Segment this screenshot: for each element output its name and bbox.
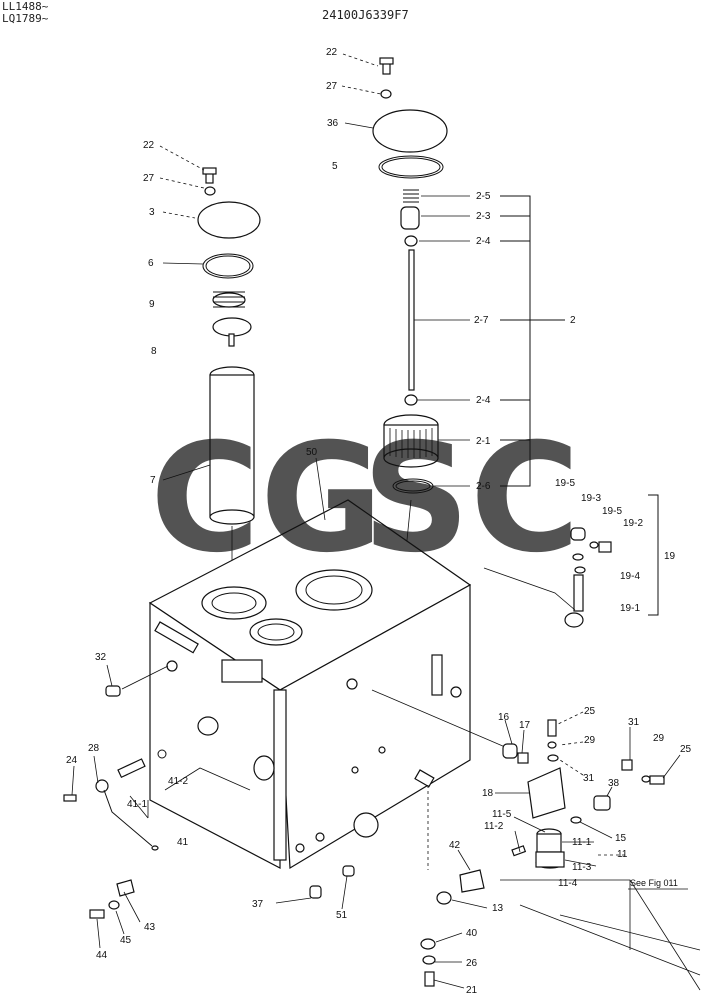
callout-c51: 51 [336, 910, 348, 921]
callout-c27a: 27 [326, 81, 338, 92]
breather-assembly [483, 494, 659, 628]
callout-c19-3: 19-3 [581, 493, 601, 504]
watermark-letter-c1: C [150, 412, 260, 586]
callout-c19: 19 [664, 551, 676, 562]
callout-c18: 18 [482, 788, 494, 799]
callout-c24: 24 [66, 755, 78, 766]
callout-c11: 11 [617, 849, 628, 860]
callout-c16: 16 [498, 712, 510, 723]
callout-c50: 50 [306, 447, 318, 458]
callout-c21: 21 [466, 985, 478, 996]
callout-c41-1: 41-1 [127, 799, 147, 810]
callout-c45: 45 [120, 935, 132, 946]
callout-c26: 26 [466, 958, 478, 969]
callout-c19-1: 19-1 [620, 603, 640, 614]
watermark: C G S C [150, 412, 580, 586]
callout-c3: 3 [149, 207, 155, 218]
return-fittings [502, 719, 665, 819]
drawing-number: 24100J6339F7 [322, 8, 409, 22]
serial-range-1: LL1488~ [2, 0, 49, 13]
callout-c19-5a: 19-5 [555, 478, 575, 489]
callout-c19-2: 19-2 [623, 518, 643, 529]
callout-c13: 13 [492, 903, 504, 914]
hydraulic-tank [148, 499, 513, 870]
callout-c28: 28 [88, 743, 100, 754]
callout-c2-1: 2-1 [476, 436, 491, 447]
watermark-letter-s: S [362, 412, 470, 586]
callout-c27b: 27 [143, 173, 155, 184]
callout-c22b: 22 [143, 140, 155, 151]
callout-c11-5: 11-5 [492, 809, 512, 820]
callout-c7: 7 [150, 475, 156, 486]
callout-c11-4: 11-4 [558, 878, 578, 889]
callout-c38: 38 [608, 778, 620, 789]
base-bolts [89, 685, 355, 919]
serial-range-2: LQ1789~ [2, 12, 49, 25]
callout-c8: 8 [151, 346, 157, 357]
right-filter-assembly [372, 57, 448, 561]
callout-c17: 17 [519, 720, 531, 731]
callout-c11-1: 11-1 [572, 837, 592, 848]
callout-c44: 44 [96, 950, 108, 961]
callout-c41-2: 41-2 [168, 776, 188, 787]
callout-c31a: 31 [628, 717, 640, 728]
callout-c22a: 22 [326, 47, 338, 58]
callout-c2-7: 2-7 [474, 315, 489, 326]
callout-c9: 9 [149, 299, 155, 310]
callout-c19-5b: 19-5 [602, 506, 622, 517]
callout-c2-4b: 2-4 [476, 395, 491, 406]
callout-c19-4: 19-4 [620, 571, 640, 582]
callout-c29b: 29 [653, 733, 665, 744]
callout-c2-5: 2-5 [476, 191, 491, 202]
bottom-bracket [420, 869, 701, 991]
callout-c31b: 31 [583, 773, 595, 784]
watermark-letter-g: G [260, 412, 383, 586]
callout-c42: 42 [449, 840, 461, 851]
callout-c36: 36 [327, 118, 339, 129]
callout-c29a: 29 [584, 735, 596, 746]
callout-c25b: 25 [680, 744, 692, 755]
callout-c6: 6 [148, 258, 154, 269]
line-filter-assembly [511, 816, 582, 869]
leader-lines [71, 53, 681, 989]
callout-c37: 37 [252, 899, 264, 910]
drain-cock-assembly [63, 749, 251, 851]
callout-c32: 32 [95, 652, 107, 663]
callout-c11-3: 11-3 [572, 862, 592, 873]
callout-c2-3: 2-3 [476, 211, 491, 222]
watermark-letter-c2: C [470, 412, 580, 586]
callout-c41: 41 [177, 837, 189, 848]
callout-c25a: 25 [584, 706, 596, 717]
callout-c2-4a: 2-4 [476, 236, 491, 247]
see-fig-note: See Fig 011 [630, 878, 678, 888]
callout-c2-6: 2-6 [476, 481, 491, 492]
callout-c5: 5 [332, 161, 338, 172]
left-filter-assembly [197, 167, 261, 600]
callout-c43: 43 [144, 922, 156, 933]
callout-c40: 40 [466, 928, 478, 939]
callout-c2: 2 [570, 315, 576, 326]
callout-c11-2: 11-2 [484, 821, 504, 832]
callout-c15: 15 [615, 833, 627, 844]
